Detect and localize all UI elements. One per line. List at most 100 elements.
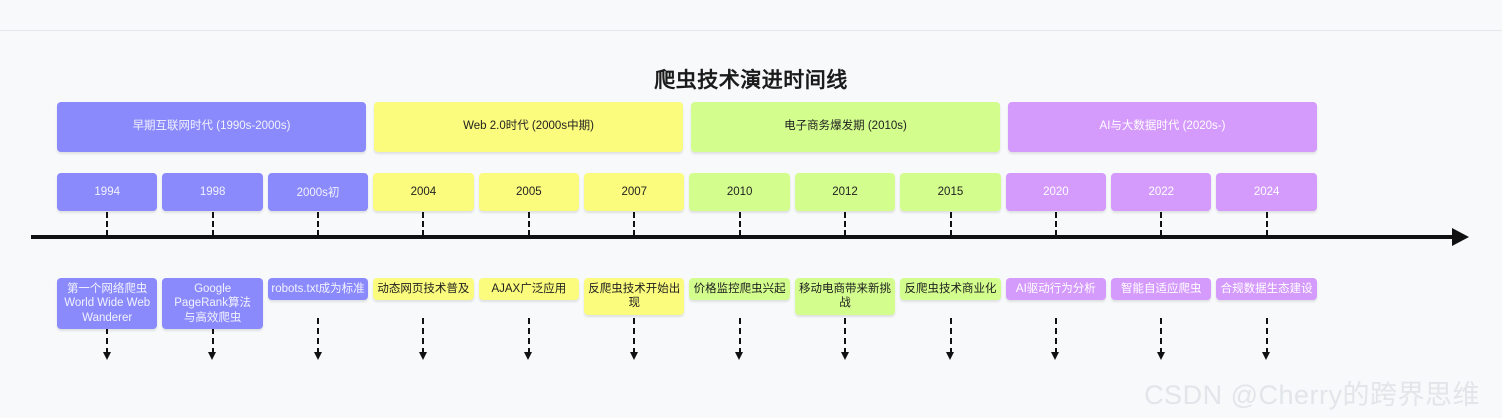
connector-line-down — [949, 318, 952, 354]
event-box: Google PageRank算法 与高效爬虫 — [162, 278, 263, 330]
event-box: 智能自适应爬虫 — [1111, 278, 1212, 301]
connector-arrow-icon — [313, 352, 322, 360]
year-label: 2024 — [1253, 186, 1280, 198]
year-label: 2005 — [516, 186, 542, 198]
event-box: 移动电商带来新挑战 — [794, 278, 896, 315]
connector-line-up — [1265, 212, 1268, 236]
event-label: 智能自适应爬虫 — [1121, 283, 1202, 295]
timeline-arrow-icon — [1452, 228, 1469, 246]
era-box: 早期互联网时代 (1990s-2000s) — [57, 102, 366, 152]
event-box: AJAX广泛应用 — [478, 278, 580, 301]
connector-line-down — [527, 318, 530, 354]
year-label: 1994 — [94, 186, 120, 198]
era-label: 电子商务爆发期 (2010s) — [784, 120, 907, 133]
year-label: 2007 — [621, 186, 648, 198]
connector-line-down — [422, 318, 425, 354]
timeline-axis — [31, 235, 1456, 239]
era-label: AI与大数据时代 (2020s-) — [1099, 120, 1226, 133]
event-label: AJAX广泛应用 — [491, 283, 567, 295]
connector-line-up — [1160, 212, 1163, 236]
connector-line-down — [211, 318, 214, 354]
event-label: 动态网页技术普及 — [377, 283, 470, 295]
connector-line-down — [1265, 318, 1268, 354]
connector-arrow-icon — [524, 352, 533, 360]
event-label: 合规数据生态建设 — [1220, 283, 1313, 295]
year-box: 2007 — [584, 173, 685, 211]
year-box: 2004 — [373, 173, 474, 211]
connector-line-up — [422, 212, 425, 236]
connector-line-up — [844, 212, 847, 236]
event-box: 第一个网络爬虫 World Wide Web Wanderer — [57, 278, 158, 330]
era-box: 电子商务爆发期 (2010s) — [691, 102, 1000, 152]
event-box: 反爬虫技术商业化 — [900, 278, 1001, 301]
connector-arrow-icon — [102, 352, 111, 360]
year-label: 2012 — [832, 186, 858, 198]
connector-arrow-icon — [946, 352, 955, 360]
event-box: robots.txt成为标准 — [267, 278, 369, 301]
connector-arrow-icon — [208, 352, 217, 360]
connector-arrow-icon — [1156, 352, 1165, 360]
era-label: Web 2.0时代 (2000s中期) — [463, 120, 594, 133]
event-row: 第一个网络爬虫 World Wide Web Wanderer Google Pa… — [57, 278, 1317, 330]
connector-line-up — [317, 212, 320, 236]
era-box: AI与大数据时代 (2020s-) — [1008, 102, 1317, 152]
connector-line-up — [106, 212, 109, 236]
year-box: 2000s初 — [267, 173, 369, 211]
year-box: 2024 — [1216, 173, 1317, 211]
connector-arrow-icon — [1262, 352, 1271, 360]
event-label: Google PageRank算法 与高效爬虫 — [174, 283, 251, 324]
year-box: 2015 — [900, 173, 1001, 211]
connector-arrow-icon — [840, 352, 849, 360]
connector-line-down — [1160, 318, 1163, 354]
connector-arrow-icon — [418, 352, 427, 360]
year-label: 2004 — [410, 186, 437, 198]
event-label: 移动电商带来新挑战 — [799, 283, 892, 310]
era-label: 早期互联网时代 (1990s-2000s) — [132, 120, 291, 133]
year-box: 2020 — [1005, 173, 1107, 211]
year-label: 2010 — [726, 186, 753, 198]
connector-line-up — [211, 212, 214, 236]
connector-line-up — [949, 212, 952, 236]
connector-arrow-icon — [1051, 352, 1060, 360]
event-box: AI驱动行为分析 — [1005, 278, 1107, 301]
event-label: 价格监控爬虫兴起 — [693, 283, 786, 295]
connector-arrow-icon — [735, 352, 744, 360]
watermark: CSDN @Cherry的跨界思维 — [1144, 380, 1480, 410]
event-label: robots.txt成为标准 — [271, 283, 365, 295]
connector-line-down — [106, 318, 109, 354]
connector-line-down — [317, 318, 320, 354]
year-box: 2012 — [794, 173, 896, 211]
connector-line-up — [527, 212, 530, 236]
year-box: 1994 — [57, 173, 158, 211]
event-box: 价格监控爬虫兴起 — [689, 278, 790, 301]
event-label: 反爬虫技术商业化 — [904, 283, 997, 295]
year-box: 2022 — [1111, 173, 1212, 211]
page-title: 爬虫技术演进时间线 — [654, 69, 848, 92]
year-label: 2000s初 — [296, 187, 340, 199]
era-band: 早期互联网时代 (1990s-2000s) Web 2.0时代 (2000s中期)… — [57, 102, 1317, 152]
event-label: 反爬虫技术开始出现 — [588, 283, 681, 310]
connector-arrow-icon — [629, 352, 638, 360]
connector-line-down — [738, 318, 741, 354]
year-box: 2005 — [478, 173, 580, 211]
year-label: 1998 — [199, 186, 226, 198]
year-box: 2010 — [689, 173, 790, 211]
event-box: 合规数据生态建设 — [1216, 278, 1317, 301]
event-box: 反爬虫技术开始出现 — [584, 278, 685, 315]
event-label: AI驱动行为分析 — [1015, 283, 1096, 295]
connector-line-up — [738, 212, 741, 236]
connector-line-down — [633, 318, 636, 354]
year-label: 2015 — [937, 186, 964, 198]
connector-line-down — [1054, 318, 1057, 354]
era-box: Web 2.0时代 (2000s中期) — [374, 102, 683, 152]
connector-line-up — [1054, 212, 1057, 236]
connector-line-down — [844, 318, 847, 354]
event-box: 动态网页技术普及 — [373, 278, 474, 301]
top-divider — [0, 30, 1502, 31]
year-row: 1994 1998 2000s初 2004 2005 2007 2010 2012 2015 20… — [57, 173, 1317, 211]
connector-line-up — [633, 212, 636, 236]
year-label: 2020 — [1043, 186, 1069, 198]
event-label: 第一个网络爬虫 World Wide Web Wanderer — [64, 283, 151, 324]
year-label: 2022 — [1148, 186, 1175, 198]
year-box: 1998 — [162, 173, 263, 211]
